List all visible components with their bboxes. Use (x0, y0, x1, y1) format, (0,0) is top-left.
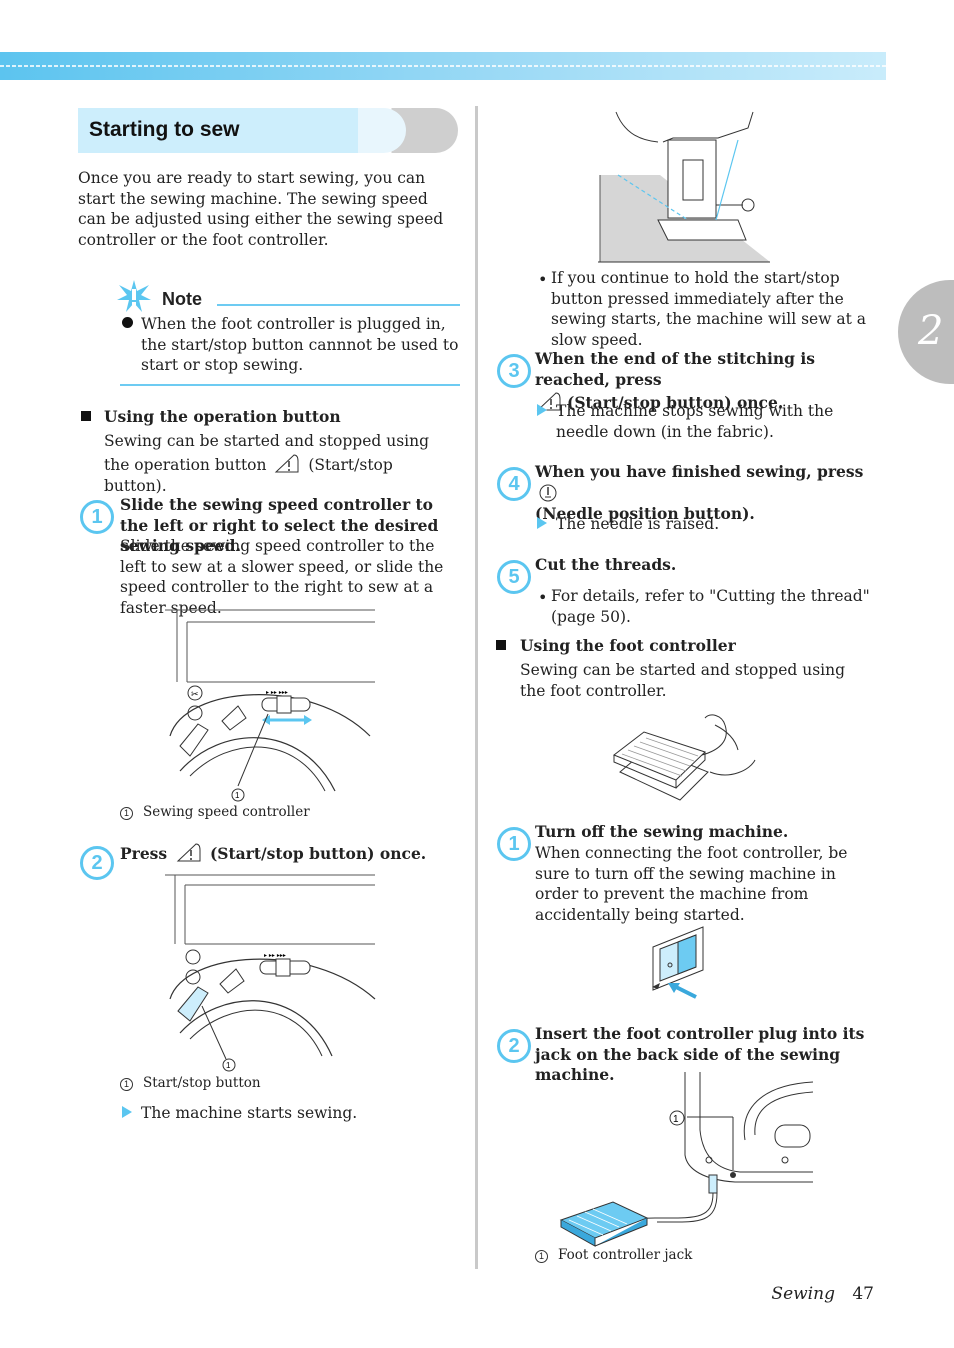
start-stop-icon (275, 453, 299, 472)
svg-text:1: 1 (235, 791, 240, 800)
step5-bullet: For details, refer to "Cutting the threa… (551, 587, 870, 626)
step-number-3: 3 (497, 354, 531, 388)
fstep2-title: Insert the foot controller plug into its… (535, 1024, 865, 1084)
foot-controller-illustration (613, 714, 756, 801)
page-number: 47 (852, 1284, 874, 1304)
result-arrow (537, 404, 547, 416)
start-stop-button-illustration: ▸ ▸▸ ▸▸▸ 1 (165, 874, 376, 1072)
foot-step-number-2: 2 (497, 1029, 531, 1063)
foot-controller-jack-illustration: 1 (559, 1072, 814, 1247)
note-bullet (122, 317, 133, 328)
step3-result: The machine stops sewing with the needle… (556, 402, 834, 441)
fstep1-title: Turn off the sewing machine. (535, 822, 789, 841)
svg-text:1: 1 (226, 1061, 231, 1070)
start-stop-icon (176, 843, 201, 862)
svg-text:✂: ✂ (191, 690, 199, 700)
fstep1-text: When connecting the foot controller, be … (535, 844, 848, 924)
footer-section: Sewing (771, 1284, 835, 1304)
note-bottom-line (120, 384, 460, 386)
presser-foot-illustration (598, 111, 770, 263)
note-text: When the foot controller is plugged in, … (141, 315, 459, 374)
step2-result: The machine starts sewing. (141, 1104, 358, 1122)
operation-heading: Using the operation button (104, 407, 341, 426)
column-divider (475, 106, 478, 1269)
step1-title: Slide the sewing speed controller to the… (120, 495, 439, 555)
operation-text: Sewing can be started and stopped using … (104, 432, 430, 495)
chapter-number: 2 (918, 308, 944, 354)
speed-controller-illustration: ✂ ▸ ▸▸ ▸▸▸ 1 (165, 609, 375, 802)
bullet-dot: • (538, 270, 548, 289)
step1-text: Slide the sewing speed controller to the… (120, 537, 444, 617)
callout-number: 1 (673, 1114, 679, 1125)
square-bullet (81, 411, 91, 421)
step-number-5: 5 (497, 560, 531, 594)
start-stop-icon (536, 392, 561, 411)
header-bar (0, 52, 886, 80)
svg-text:▸ ▸▸ ▸▸▸: ▸ ▸▸ ▸▸▸ (264, 952, 286, 959)
step4-result: The needle is raised. (556, 515, 720, 533)
needle-position-icon (539, 484, 557, 501)
power-switch-illustration (652, 926, 704, 999)
chapter-tab: 2 (898, 280, 954, 384)
result-arrow (537, 517, 547, 529)
step-number-2: 2 (80, 846, 114, 880)
step5-title: Cut the threads. (535, 555, 677, 574)
step3-title: When the end of the stitching is reached… (535, 349, 815, 412)
svg-text:▸ ▸▸ ▸▸▸: ▸ ▸▸ ▸▸▸ (266, 689, 288, 696)
intro-paragraph: Once you are ready to start sewing, you … (78, 169, 444, 249)
page-footer: Sewing 47 (771, 1284, 874, 1304)
foot-controller-text: Sewing can be started and stopped using … (520, 661, 846, 700)
note-top-line (217, 304, 460, 306)
step-number-4: 4 (497, 467, 531, 501)
foot-step-number-1: 1 (497, 827, 531, 861)
step4-title: When you have finished sewing, press (Ne… (535, 462, 864, 523)
note-heading: Note (162, 289, 202, 309)
bullet-dot: • (538, 588, 548, 607)
square-bullet (496, 640, 506, 650)
step-number-1: 1 (80, 500, 114, 534)
step2-title: Press (Start/stop button) once. (120, 841, 460, 865)
note-icon (117, 280, 151, 312)
result-arrow (122, 1106, 132, 1118)
hold-bullet-text: If you continue to hold the start/stop b… (551, 269, 867, 349)
section-title: Starting to sew (89, 118, 240, 141)
foot-controller-heading: Using the foot controller (520, 636, 736, 655)
section-title-box: Starting to sew (78, 108, 458, 153)
